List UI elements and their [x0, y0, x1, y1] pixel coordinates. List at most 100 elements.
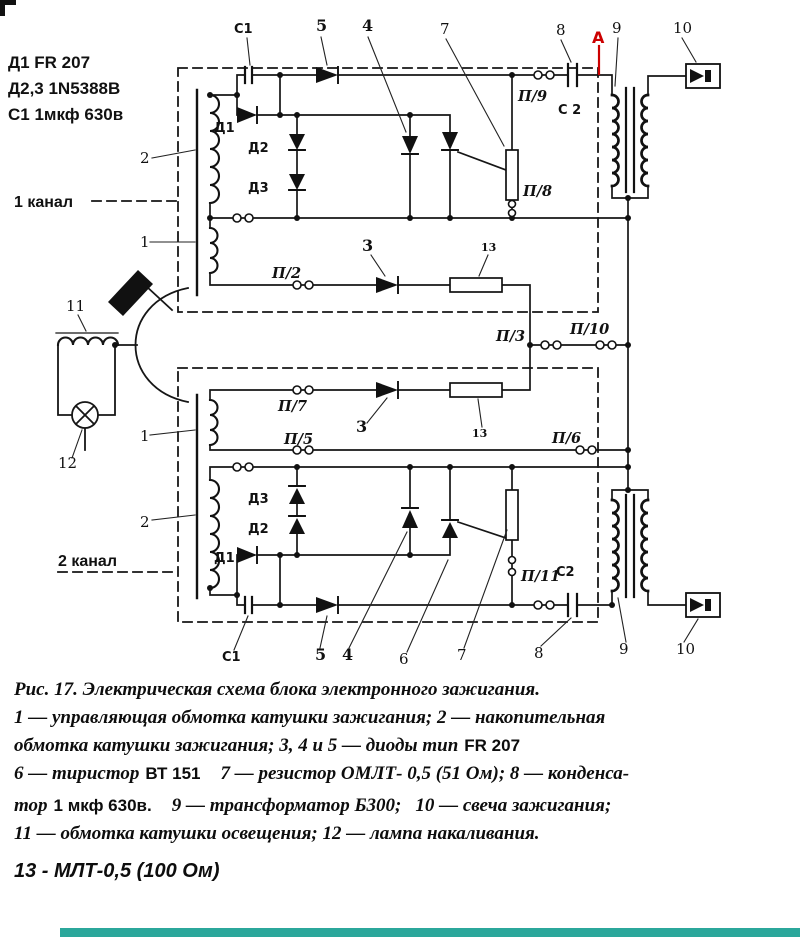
teal-scan-strip [60, 928, 800, 937]
caption-title-text: Рис. 17. Электрическая схема блока элект… [14, 679, 540, 700]
label-p9: П/9 [517, 88, 547, 105]
pin-p7 [292, 385, 302, 395]
diode-d1-icon [237, 547, 257, 563]
caption-line-7: 13 - МЛТ-0,5 (100 Ом) [14, 857, 794, 885]
caption-text: 10 — свеча зажигания; [415, 795, 612, 816]
label-5-top: 5 [316, 16, 327, 35]
label-13-ch1: 13 [481, 241, 496, 254]
note-d23: Д2,3 1N5388В [8, 79, 120, 98]
pin-p5 [292, 445, 302, 455]
caption-line-4: 6 — тиристор ВТ 151 7 — резистор ОМЛТ- 0,5… [14, 760, 794, 788]
label-6-bottom: 6 [399, 650, 409, 668]
inserted-part-number: FR 207 [464, 736, 521, 755]
label-9-top: 9 [612, 19, 622, 37]
plug-tip [705, 599, 711, 611]
label-p10: П/10 [569, 321, 609, 338]
label-d1-ch1: Д1 [214, 121, 235, 136]
label-c2-ch2: С2 [556, 565, 575, 580]
lighting-wires [57, 344, 138, 451]
label-d3-ch2: Д3 [248, 492, 269, 507]
label-p2: П/2 [271, 265, 301, 282]
channel2-label: 2 канал [58, 553, 117, 570]
schematic-labels: Д1 FR 207 Д2,3 1N5388В С1 1мкф 630в 1 ка… [8, 16, 695, 668]
transformer-2 [610, 493, 650, 599]
label-p5: П/5 [283, 431, 313, 448]
caption-text: тор [14, 795, 48, 816]
label-winding1-ch2: 1 [140, 427, 150, 445]
label-d2-ch2: Д2 [248, 522, 269, 537]
control-winding-icon [208, 398, 219, 447]
diode-3-icon [376, 277, 398, 293]
caption-line-2: 1 — управляющая обмотка катушки зажигани… [14, 704, 794, 732]
label-p8: П/8 [522, 183, 552, 200]
caption-text: 9 — трансформатор Б300; [171, 795, 402, 816]
ignition-schematic: Д1 FR 207 Д2,3 1N5388В С1 1мкф 630в 1 ка… [0, 0, 721, 668]
label-d3-ch1: Д3 [248, 181, 269, 196]
label-c2-ch1: С 2 [558, 103, 581, 118]
label-point-a: А [592, 28, 605, 47]
diode-d3-icon [289, 174, 305, 190]
label-9-bottom: 9 [619, 640, 629, 658]
caption-text: 6 — тиристор [14, 763, 140, 784]
thyristor-6-icon [442, 522, 458, 538]
label-12: 12 [58, 454, 77, 472]
plug-arrow-icon [690, 598, 704, 612]
inserted-part-number: ВТ 151 [145, 764, 201, 783]
resistor-13-icon [449, 277, 503, 293]
channel1-box [177, 67, 599, 313]
diode-5-icon [316, 67, 338, 83]
diode-d2-icon [289, 518, 305, 534]
resistor-7-icon [505, 149, 519, 201]
module-outline [57, 67, 599, 623]
label-winding2-ch2: 2 [140, 513, 150, 531]
plug-arrow-icon [690, 69, 704, 83]
core-lines [624, 86, 636, 194]
control-winding-icon [208, 226, 219, 275]
label-5-bottom: 5 [315, 645, 326, 664]
caption-text: 11 — обмотка катушки освещения; 12 — лам… [14, 823, 540, 844]
diode-d2-icon [289, 134, 305, 150]
caption-title: Рис. 17. Электрическая схема блока элект… [14, 676, 794, 704]
pin-p3 [540, 340, 550, 350]
capacitor-plates [243, 592, 579, 618]
label-p11: П/11 [520, 568, 560, 585]
caption-text: 7 — резистор ОМЛТ- 0,5 (51 Ом); 8 — конд… [220, 763, 630, 784]
note-d1: Д1 FR 207 [8, 53, 90, 72]
connector-pins [232, 70, 617, 610]
caption-text: 1 — управляющая обмотка катушки зажигани… [14, 707, 606, 728]
channel1-circuit [195, 62, 687, 491]
label-d2-ch1: Д2 [248, 141, 269, 156]
diode-5-icon [316, 597, 338, 613]
label-4-top: 4 [362, 16, 373, 35]
resistor-13-icon [449, 382, 503, 398]
label-13-ch2: 13 [472, 427, 487, 440]
resistor-7-icon [505, 489, 519, 541]
label-d1-ch2: Д1 [214, 551, 235, 566]
caption-text: обмотка катушки зажигания; 3, 4 и 5 — ди… [14, 735, 459, 756]
diode-3-icon [376, 382, 398, 398]
pin-p11 [507, 555, 517, 565]
primary-winding-icon [610, 498, 620, 593]
capacitor-plates [243, 62, 579, 88]
channel2-circuit [195, 344, 687, 618]
channel2-wiring [209, 344, 687, 606]
plug-tip [705, 70, 711, 82]
spark-plug-2 [685, 592, 721, 618]
label-p3: П/3 [495, 328, 525, 345]
diode-bars [256, 66, 459, 294]
label-c1-bottom: С1 [222, 650, 241, 665]
rotor-arc [134, 286, 190, 404]
label-pointers [71, 36, 699, 653]
thyristor-6-icon [442, 132, 458, 150]
label-3-ch2: 3 [356, 417, 367, 436]
channel1-label: 1 канал [14, 194, 73, 211]
junction-dots [112, 72, 631, 608]
diode-bars [256, 381, 459, 614]
channel2-box [177, 367, 599, 623]
label-winding1-ch1: 1 [140, 233, 150, 251]
scan-corner-mark [0, 0, 16, 16]
pin-p6 [575, 445, 585, 455]
rotor-pole-icon [108, 270, 153, 316]
